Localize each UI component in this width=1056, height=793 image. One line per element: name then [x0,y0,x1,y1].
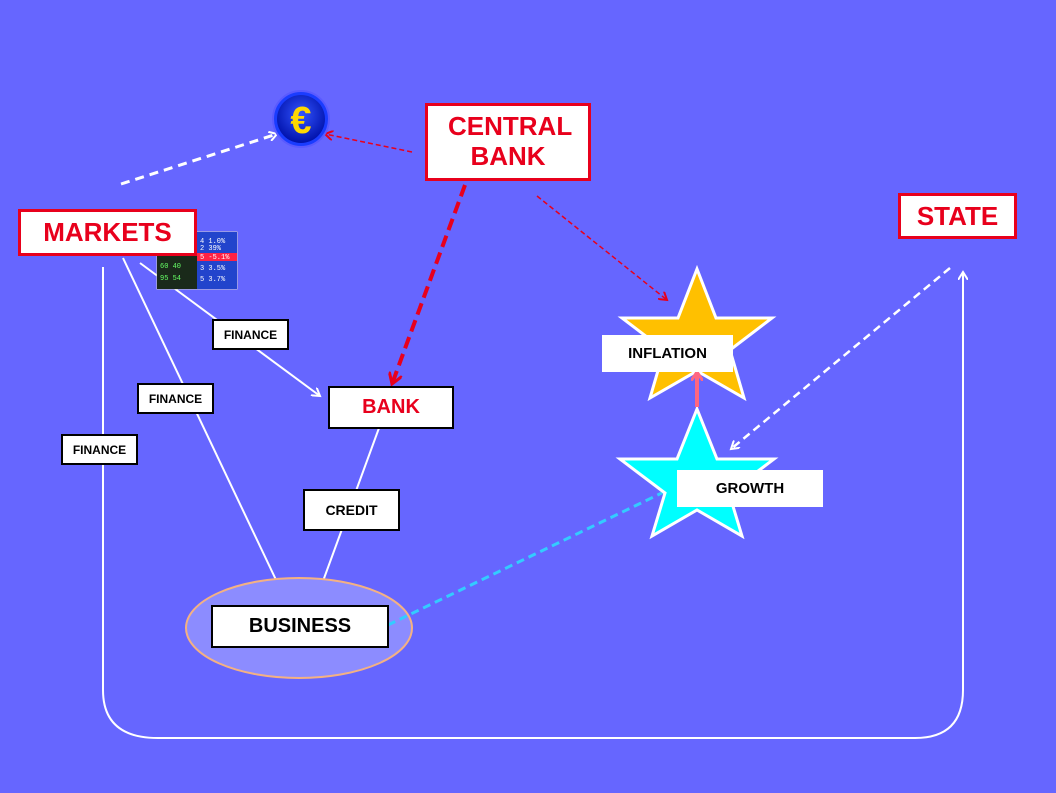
inflation-label: INFLATION [628,345,707,362]
state-node: STATE [898,193,1017,239]
svg-text:5 -5.1%: 5 -5.1% [200,254,230,262]
svg-text:2 39%: 2 39% [200,245,222,253]
finance-label-box-business: FINANCE [137,383,214,414]
business-node: BUSINESS [211,605,389,648]
svg-text:95 54: 95 54 [160,275,181,283]
central-bank-node: CENTRAL BANK [425,103,591,181]
markets-node: MARKETS [18,209,197,256]
centralbank-to-inflation-arrow [536,195,667,300]
finance-label: FINANCE [72,442,127,457]
bank-label: BANK [362,396,420,418]
finance-label: FINANCE [148,391,203,406]
credit-label: CREDIT [325,502,378,518]
credit-label-box: CREDIT [303,489,400,531]
svg-text:5 3.7%: 5 3.7% [200,276,226,284]
svg-text:3 3.5%: 3 3.5% [200,265,226,273]
centralbank-to-bank-arrow [392,184,467,384]
finance-label-box-loop: FINANCE [61,434,138,465]
svg-text:60 40: 60 40 [160,263,181,271]
markets-state-loop-line [102,267,963,739]
bank-node: BANK [328,386,454,429]
growth-label: GROWTH [715,480,785,497]
centralbank-to-euro-arrow [325,134,413,153]
state-to-growth-arrow [731,267,951,449]
euro-coin-icon: € [272,90,330,148]
inflation-node: INFLATION [602,335,733,372]
euro-symbol: € [290,100,311,142]
markets-label: MARKETS [43,217,172,247]
growth-node: GROWTH [677,470,823,507]
finance-label-box-bank: FINANCE [212,319,289,350]
business-to-growth-arrow [387,490,668,627]
business-label: BUSINESS [248,615,352,637]
state-label: STATE [916,200,999,231]
markets-to-euro-arrow [120,134,277,186]
markets-to-business-arrow [122,257,287,603]
svg-text:4 1.0%: 4 1.0% [200,238,226,246]
central-bank-label: CENTRAL BANK [448,111,573,171]
finance-label: FINANCE [223,327,278,342]
